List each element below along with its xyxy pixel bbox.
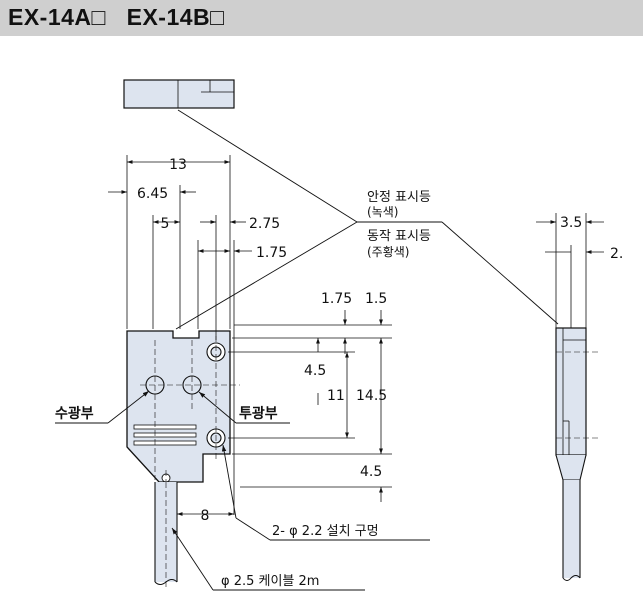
title-text: EX-14A□ EX-14B□ <box>8 4 225 31</box>
dim-4-5-top: 4.5 <box>304 363 326 379</box>
dim-8: 8 <box>201 508 210 524</box>
top-view <box>123 79 235 109</box>
side-view <box>536 213 604 581</box>
front-view <box>126 330 240 490</box>
dim-side-2: 2. <box>610 246 623 262</box>
dim-5: 5 <box>161 216 170 232</box>
receiver-label: 수광부 <box>55 405 94 422</box>
dim-4-5-bottom: 4.5 <box>360 464 382 480</box>
operation-indicator-color: (주황색) <box>367 245 409 259</box>
horizontal-dimensions <box>108 155 252 516</box>
dim-top-1-5: 1.5 <box>365 291 387 307</box>
model-b-title: EX-14B□ <box>126 4 225 30</box>
mounting-holes-label: 2- φ 2.2 설치 구멍 <box>272 524 379 539</box>
label-leaders <box>55 390 430 591</box>
model-a-title: EX-14A□ <box>8 4 106 30</box>
vertical-dimensions <box>228 310 392 502</box>
dim-side-3-5: 3.5 <box>560 215 582 231</box>
cable-label: φ 2.5 케이블 2m <box>221 574 319 589</box>
dim-6-45: 6.45 <box>137 186 168 202</box>
stable-indicator-color: (녹색) <box>367 205 398 219</box>
front-cable <box>154 482 178 588</box>
operation-indicator-label: 동작 표시등 <box>367 229 431 244</box>
stable-indicator-label: 안정 표시등 <box>367 190 431 205</box>
indicator-leaders <box>175 109 559 330</box>
dim-13: 13 <box>169 157 187 173</box>
title-bar: EX-14A□ EX-14B□ <box>0 0 643 36</box>
dim-top-1-75: 1.75 <box>321 291 352 307</box>
dim-14-5: 14.5 <box>356 388 387 404</box>
dim-11: 11 <box>327 388 345 404</box>
dim-1-75: 1.75 <box>256 245 287 261</box>
dim-2-75: 2.75 <box>249 216 280 232</box>
emitter-label: 투광부 <box>239 405 278 422</box>
